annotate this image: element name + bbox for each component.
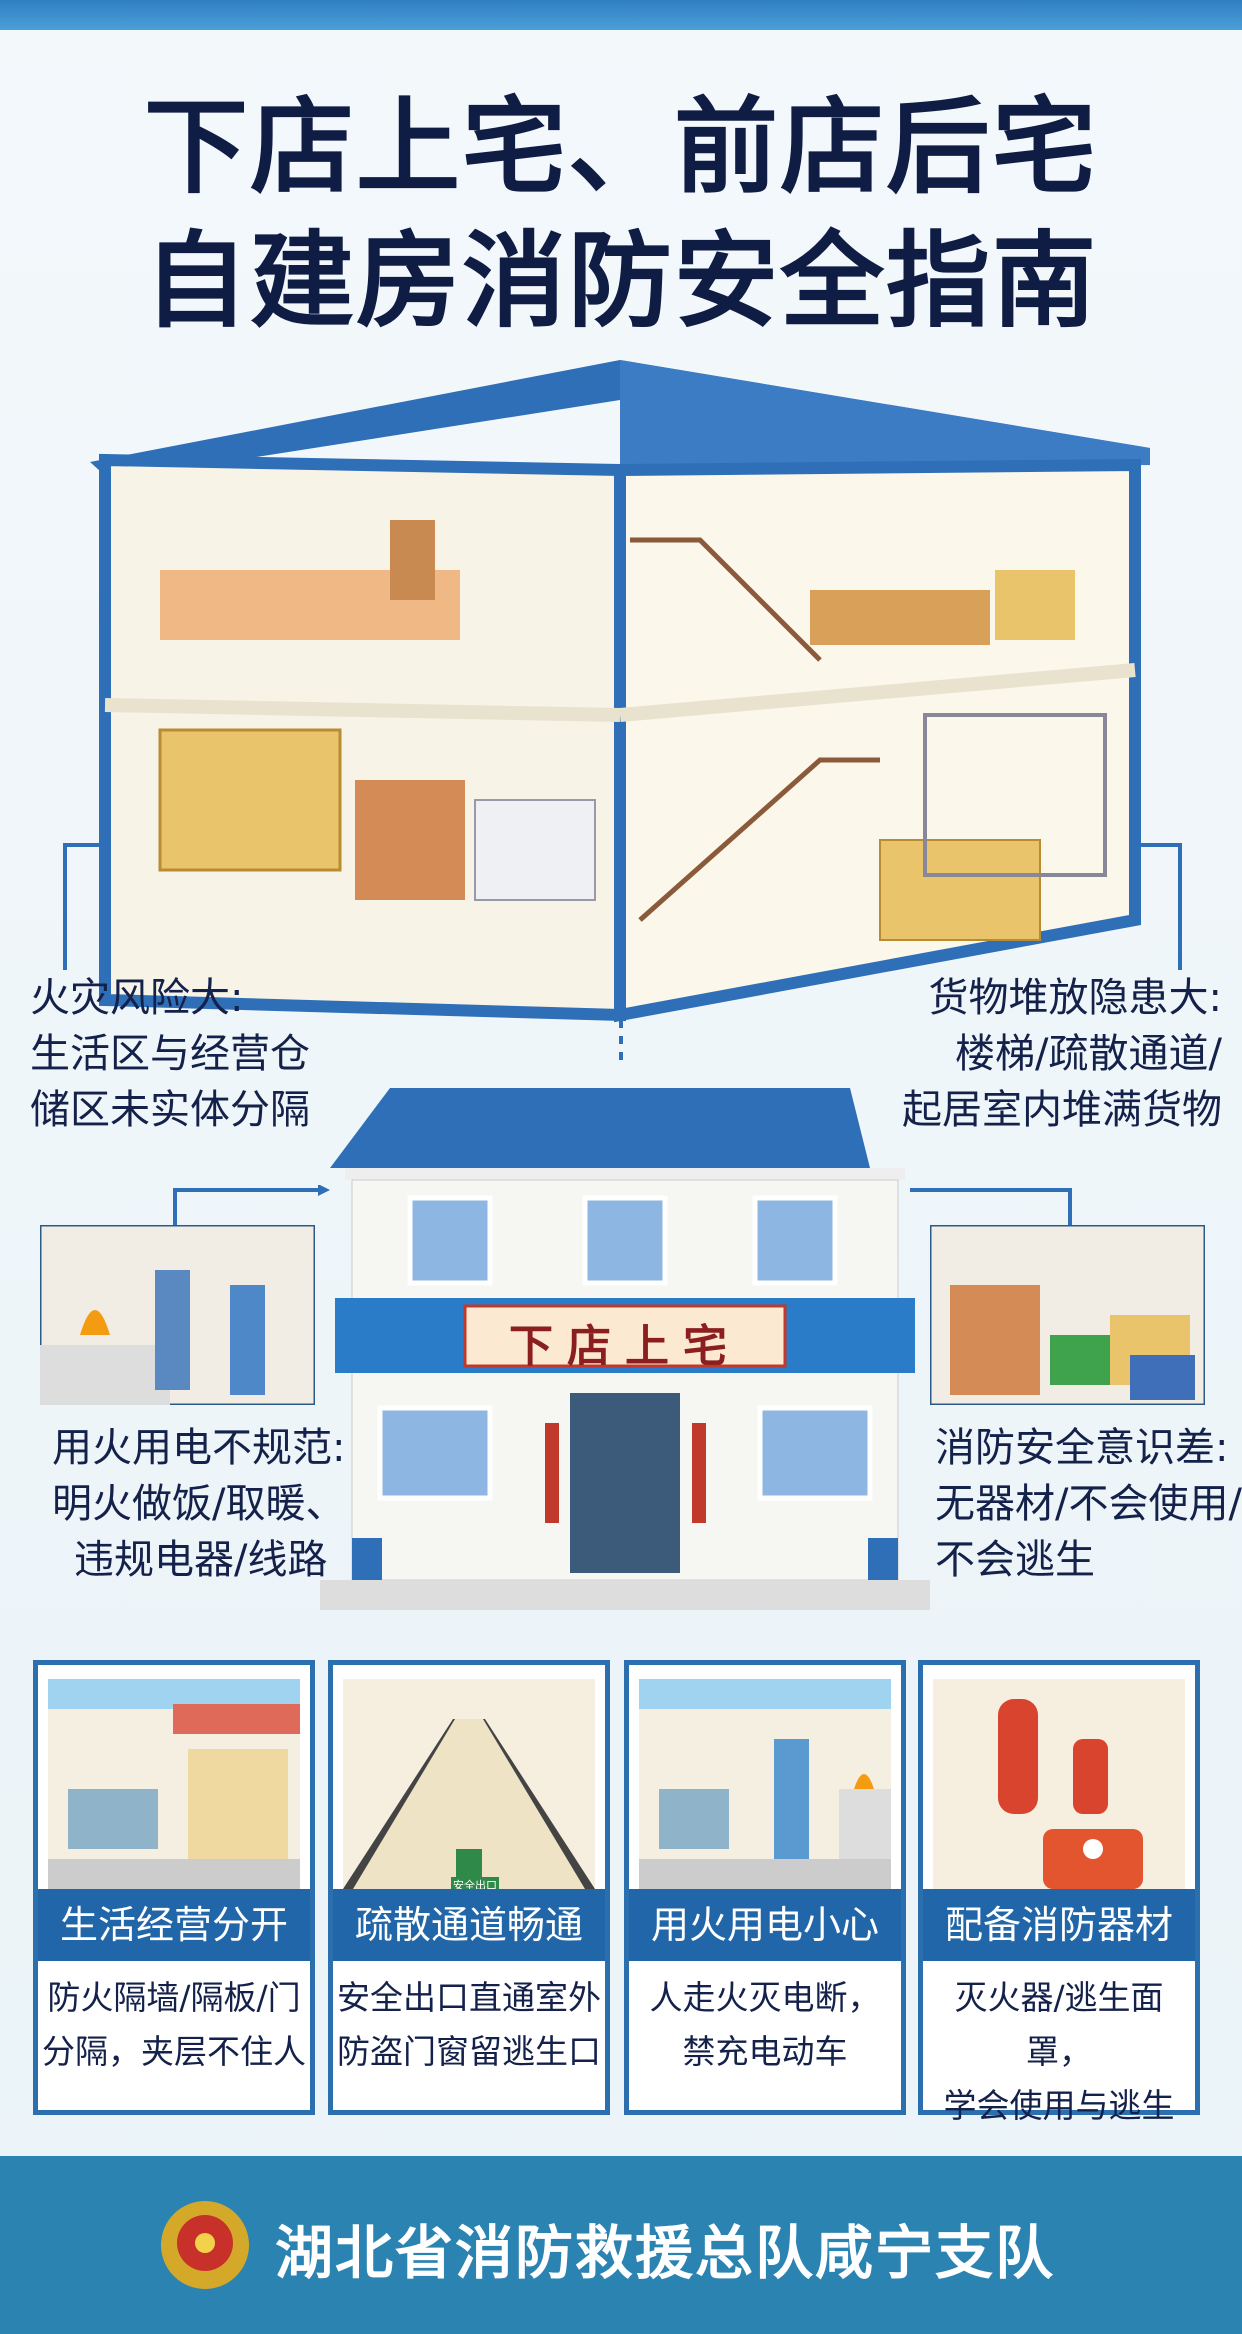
callout-heading: 货物堆放隐患大: bbox=[928, 975, 1222, 1021]
callout-heading: 火灾风险大: bbox=[30, 975, 244, 1021]
card-text: 人走火灭电断， 禁充电动车 bbox=[633, 1971, 897, 2079]
staircase bbox=[630, 537, 822, 662]
shop-building-illustration bbox=[320, 1088, 930, 1610]
callout-line: 不会逃生 bbox=[935, 1537, 1095, 1583]
tip-card-fire-equipment: 配备消防器材 灭火器/逃生面罩， 学会使用与逃生 bbox=[918, 1660, 1200, 2125]
callout-fire-risk: 火灾风险大: 生活区与经营仓 储区未实体分隔 bbox=[30, 970, 310, 1138]
card-title: 配备消防器材 bbox=[923, 1889, 1195, 1961]
card-line: 禁充电动车 bbox=[682, 2032, 848, 2071]
shop-sign: 下店上宅 bbox=[509, 1321, 741, 1372]
callout-line: 违规电器/线路 bbox=[74, 1537, 328, 1583]
tip-card-fire-electric-safety: 用火用电小心 人走火灭电断， 禁充电动车 bbox=[624, 1660, 906, 2115]
hydrant-icon bbox=[1073, 1739, 1108, 1814]
card-line: 分隔，夹层不住人 bbox=[42, 2032, 306, 2071]
card-title: 疏散通道畅通 bbox=[333, 1889, 605, 1961]
callout-goods-hazard: 货物堆放隐患大: 楼梯/疏散通道/ 起居室内堆满货物 bbox=[902, 970, 1222, 1138]
exit-arrow-icon bbox=[456, 1849, 482, 1877]
extinguisher-icon bbox=[998, 1699, 1038, 1814]
shelf bbox=[158, 728, 342, 872]
tip-card-clear-exit: 安全出口 疏散通道畅通 安全出口直通室外防盗门窗留逃生口 bbox=[328, 1660, 610, 2115]
callout-line: 起居室内堆满货物 bbox=[902, 1087, 1222, 1133]
cooking-person-illustration bbox=[639, 1679, 891, 1889]
goods-boxes bbox=[879, 839, 1041, 941]
connector-lines bbox=[63, 843, 1182, 1060]
card-text: 灭火器/逃生面罩， 学会使用与逃生 bbox=[927, 1971, 1191, 2133]
fire-rescue-emblem-icon bbox=[161, 2201, 249, 2289]
callout-line: 无器材/不会使用/ bbox=[935, 1481, 1242, 1527]
callout-line: 生活区与经营仓 bbox=[30, 1031, 310, 1077]
shop-roof bbox=[330, 1088, 870, 1168]
shop-door bbox=[570, 1393, 680, 1573]
card-line: 安全出口直通室外 bbox=[337, 1978, 601, 2017]
callout-line: 储区未实体分隔 bbox=[30, 1087, 310, 1133]
stacked-goods-illustration bbox=[930, 1225, 1205, 1405]
fire-icon bbox=[80, 1310, 110, 1335]
card-text: 安全出口直通室外防盗门窗留逃生口 bbox=[337, 1971, 601, 2079]
callout-heading: 用火用电不规范: bbox=[52, 1425, 346, 1471]
callout-safety-awareness: 消防安全意识差: 无器材/不会使用/ 不会逃生 bbox=[935, 1420, 1242, 1588]
page-title-line2: 自建房消防安全指南 bbox=[143, 220, 1098, 342]
card-title: 用火用电小心 bbox=[629, 1889, 901, 1961]
arrow-connectors bbox=[173, 1185, 1072, 1230]
card-line: 学会使用与逃生 bbox=[943, 2086, 1175, 2125]
fire-equipment-illustration bbox=[933, 1679, 1185, 1889]
footer-organization: 湖北省消防救援总队咸宁支队 bbox=[275, 2219, 1056, 2287]
tip-card-separate-living-business: 生活经营分开 防火隔墙/隔板/门分隔，夹层不住人 bbox=[33, 1660, 315, 2115]
house-cutaway-illustration bbox=[90, 360, 1150, 1023]
callout-line: 明火做饭/取暖、 bbox=[52, 1481, 346, 1527]
callout-fire-electric: 用火用电不规范: 明火做饭/取暖、 违规电器/线路 bbox=[52, 1420, 345, 1588]
kitchen-fire-illustration bbox=[40, 1225, 315, 1405]
home-shop-split-illustration bbox=[48, 1679, 300, 1889]
card-text: 防火隔墙/隔板/门分隔，夹层不住人 bbox=[42, 1971, 306, 2079]
card-line: 人走火灭电断， bbox=[649, 1978, 881, 2017]
callout-line: 楼梯/疏散通道/ bbox=[955, 1031, 1222, 1077]
card-line: 防盗门窗留逃生口 bbox=[337, 2032, 601, 2071]
page-title-line1: 下店上宅、前店后宅 bbox=[143, 86, 1098, 208]
corridor-illustration bbox=[343, 1679, 595, 1889]
card-title: 生活经营分开 bbox=[38, 1889, 310, 1961]
top-bar bbox=[0, 0, 1242, 30]
card-line: 防火隔墙/隔板/门 bbox=[47, 1978, 301, 2017]
callout-heading: 消防安全意识差: bbox=[935, 1425, 1229, 1471]
card-line: 灭火器/逃生面罩， bbox=[954, 1978, 1164, 2071]
